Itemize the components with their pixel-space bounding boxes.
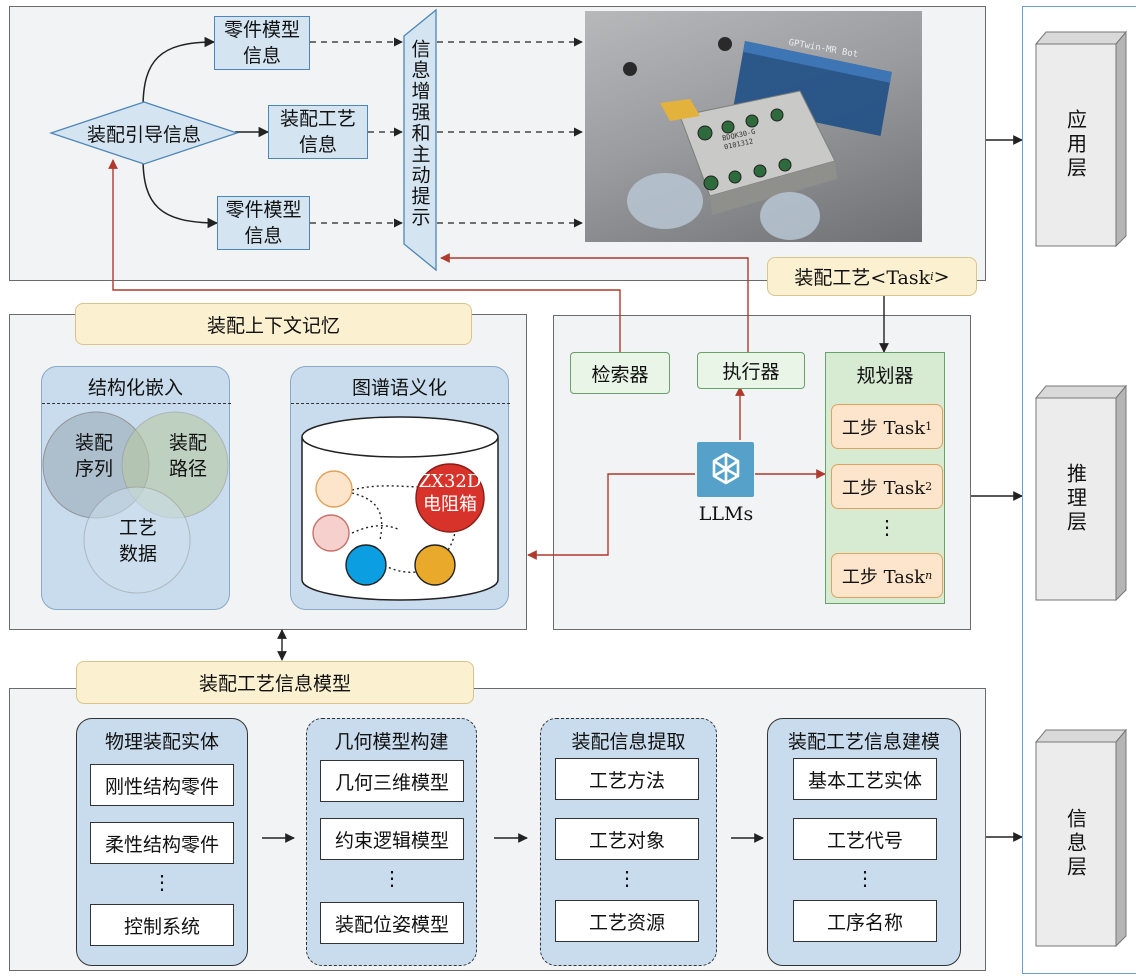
part-model-info-bottom: 零件模型 信息 [217,196,310,250]
layer-block-app [1034,30,1128,248]
guide-to-part-top-arrow [142,36,216,109]
layer-info-label: 信息层 [1063,808,1088,880]
venn-seq-line2: 序列 [74,458,113,480]
planner-step-n-sub: n [925,569,933,582]
part-model-bottom-line2: 信息 [244,225,283,247]
graph-red-node-line2: 电阻箱 [423,494,477,515]
llm-knot-icon [712,452,739,484]
info-item-rigid: 刚性结构零件 [90,764,234,806]
mr-scene-illustration [623,37,892,240]
venn-path-line1: 装配 [168,432,207,454]
layer-block-info [1034,728,1128,948]
guide-to-part-bottom-arrow [142,157,219,229]
planner-step-n-text: 工步 Task [841,566,926,588]
info-column-extraction-title: 装配信息提取 [571,731,686,753]
info-item-method: 工艺方法 [555,758,699,800]
info-column-extraction-dots: ⋮ [617,866,637,890]
part-model-info-top: 零件模型 信息 [214,16,310,70]
planner-step-2-text: 工步 Task [841,477,926,499]
graph-red-node-line1: ZX32D [418,471,482,492]
mr-scene-image: GPTwin-MR Bot BDQK30-G 0101312 [585,11,922,242]
venn-process-data: 工艺 数据 [108,515,168,567]
venn-assembly-path: 装配 路径 [158,430,218,482]
guide-node-label: 装配引导信息 [86,123,201,146]
info-column-geometry-title: 几何模型构建 [334,731,449,753]
process-info-box: 装配工艺 信息 [268,105,368,159]
graph-cylinder [301,416,499,601]
info-item-pose: 装配位姿模型 [320,902,464,944]
layer-block-reasoning [1034,384,1128,602]
part-model-top-line2: 信息 [242,45,281,67]
info-item-code: 工艺代号 [793,818,937,860]
info-column-geometry-dots: ⋮ [382,866,402,890]
enhance-bar-label: 信息增强和主动提示 [408,38,431,228]
info-column-physical-title: 物理装配实体 [104,731,219,753]
enhance-bar-shape [403,8,437,272]
structured-venn [42,411,229,594]
planner-step-2-sub: 2 [925,480,933,493]
task-pill-sub: i [930,270,934,283]
layer-reasoning-label: 推理层 [1063,463,1088,535]
executor-box: 执行器 [697,352,805,389]
info-column-physical-dots: ⋮ [152,870,172,894]
process-info-line1: 装配工艺 [279,108,356,130]
venn-assembly-sequence: 装配 序列 [66,430,122,482]
info-item-object: 工艺对象 [555,818,699,860]
llm-to-graph-arrow [527,473,695,560]
info-model-pill: 装配工艺信息模型 [76,661,474,704]
process-info-line2: 信息 [298,134,337,156]
llm-logo-icon [697,442,754,497]
info-item-basic-entity: 基本工艺实体 [793,758,937,800]
graph-divider [291,403,510,404]
part-model-top-line1: 零件模型 [223,19,300,41]
structured-embedding-title: 结构化嵌入 [87,377,183,399]
llm-label: LLMs [698,503,754,525]
info-item-control: 控制系统 [90,904,234,946]
graph-red-node-label: ZX32D 电阻箱 [410,470,490,516]
graph-semantics-title: 图谱语义化 [351,377,447,399]
context-memory-pill: 装配上下文记忆 [75,303,472,345]
info-item-procedure-name: 工序名称 [793,900,937,942]
guide-diamond [49,101,239,165]
structured-divider [42,403,231,404]
venn-data-line1: 工艺 [118,517,157,539]
retriever-feedback-arrow [108,159,621,352]
executor-feedback-arrow [440,253,749,352]
planner-dots: ⋮ [877,515,897,539]
part-model-bottom-line1: 零件模型 [225,199,302,221]
task-pill-end: > [933,265,950,288]
venn-seq-line1: 装配 [74,432,113,454]
info-column-modeling-dots: ⋮ [855,866,875,890]
planner-step-1-sub: 1 [925,420,933,433]
info-item-resource: 工艺资源 [555,900,699,942]
info-item-flexible: 柔性结构零件 [90,822,234,864]
planner-step-1-text: 工步 Task [841,417,926,439]
info-item-constraint: 约束逻辑模型 [320,818,464,860]
venn-path-line2: 路径 [168,458,207,480]
planner-title: 规划器 [856,365,914,387]
info-item-3d-model: 几何三维模型 [320,760,464,802]
venn-data-line2: 数据 [118,543,157,565]
layer-app-label: 应用层 [1063,109,1088,181]
retriever-box: 检索器 [570,352,670,394]
info-column-modeling-title: 装配工艺信息建模 [787,731,940,753]
task-pill-text: 装配工艺<Task [794,267,931,289]
